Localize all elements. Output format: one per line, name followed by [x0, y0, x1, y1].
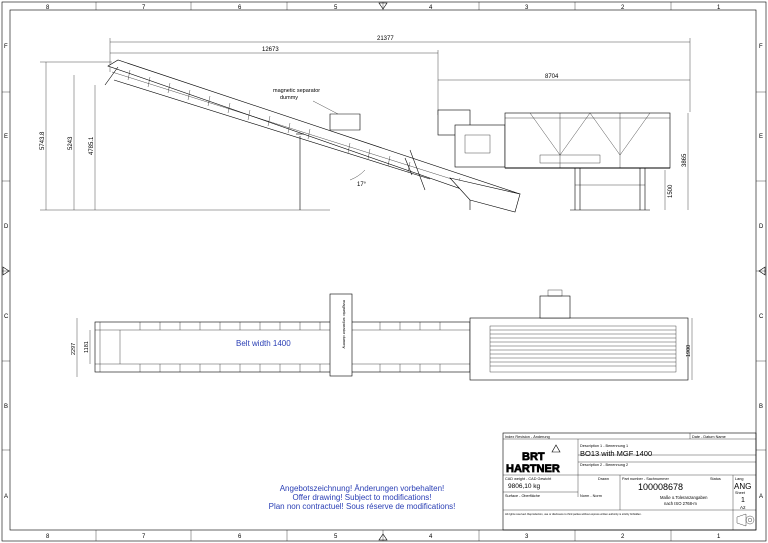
col-label-1-bottom: 1 [717, 534, 721, 540]
description1: BO13 with MGF 1400 [580, 449, 652, 458]
logo-recycle-icon [551, 444, 561, 453]
logo-hartner: HARTNER [506, 463, 560, 475]
col-label-7-bottom: 7 [142, 534, 146, 540]
col-label-5: 5 [334, 5, 338, 11]
drive-housing [454, 124, 506, 168]
col-label-8: 8 [46, 5, 50, 11]
top-view: magnetic separator dummy Belt width 1400… [71, 289, 693, 381]
belt-width-label: Belt width 1400 [236, 339, 291, 348]
center-mark-right [758, 266, 766, 276]
dim-leg-height: 1500 [668, 184, 674, 198]
row-label-E-right: E [759, 134, 763, 140]
drive-top-view [539, 295, 571, 319]
col-label-2: 2 [621, 5, 625, 11]
sheet-label: Sheet [735, 491, 746, 495]
row-label-A: A [4, 494, 8, 500]
dim-height-inner: 4785.1 [89, 136, 95, 155]
weight-value: 9806,10 kg [508, 483, 541, 490]
notice-line-fr: Plan non contractuel! Sous réserve de mo… [269, 502, 456, 511]
center-mark-left [2, 266, 10, 276]
projection-symbol-icon [736, 513, 755, 527]
col-label-6-bottom: 6 [238, 534, 242, 540]
offer-notice: Angebotszeichnung! Änderungen vorbehalte… [269, 484, 456, 511]
col-label-6: 6 [238, 5, 242, 11]
magnet-callout-line2: dummy [280, 95, 298, 101]
dim-height-mid: 5243 [68, 136, 74, 150]
screen-deck [489, 325, 677, 373]
dim-screen-length: 8704 [545, 74, 559, 80]
language: ANG [734, 482, 751, 491]
description2-label: Description 2 - Benennung 2 [580, 463, 628, 467]
surface-label: Surface - Oberfläche [505, 494, 540, 498]
col-label-4-bottom: 4 [429, 534, 433, 540]
drawn-label: Drawn [598, 477, 609, 481]
magnet-separator-top [329, 293, 353, 377]
drive-motor [464, 134, 491, 154]
sheet-number: 1 [741, 497, 745, 504]
col-label-3: 3 [525, 5, 529, 11]
revision-header: Index Revision - Änderung [505, 435, 550, 439]
dim-height-right: 3865 [682, 153, 688, 167]
col-label-1: 1 [717, 5, 721, 11]
row-label-B: B [4, 404, 8, 410]
conveyor-rollers [127, 69, 481, 196]
col-label-2-bottom: 2 [621, 534, 625, 540]
magnet-top-label: magnetic separator dummy [342, 300, 347, 348]
dim-conveyor-length: 12673 [262, 47, 279, 53]
magnet-callout-line1: magnetic separator [273, 88, 320, 94]
title-block: Index Revision - Änderung Date - Datum N… [502, 432, 757, 531]
conveyor-top-frame [94, 321, 471, 373]
status-label: Status [710, 477, 721, 481]
row-label-D-right: D [759, 224, 764, 230]
magnetic-separator-dummy [329, 113, 361, 131]
norm-label: Norm - Norm [580, 494, 602, 498]
col-label-8-bottom: 8 [46, 534, 50, 540]
center-mark-top [378, 2, 388, 10]
col-label-3-bottom: 3 [525, 534, 529, 540]
row-label-C-right: C [759, 314, 764, 320]
copyright-note: All rights reserved. Reproduction, use o… [505, 512, 642, 516]
part-number-label: Part number - Sachnummer [622, 477, 670, 481]
side-view: 21377 12673 8704 5743.8 5243 4785.1 3865… [40, 36, 691, 213]
dim-height-total: 5743.8 [40, 131, 46, 150]
dim-top-width-inner: 1181 [84, 341, 90, 353]
date-header: Date - Datum Name [692, 435, 726, 439]
screen-deck-lines [490, 329, 676, 367]
logo-brt: BRT [522, 451, 545, 463]
tolerances-line2: nach ISO 2768-m [664, 501, 697, 506]
row-label-F: F [4, 44, 8, 50]
col-label-5-bottom: 5 [334, 534, 338, 540]
row-label-E: E [4, 134, 8, 140]
screen-top-frame [469, 317, 689, 381]
tolerances-line1: Maße o.Toleranzangaben [660, 495, 708, 500]
dim-top-right: 1900 [686, 345, 692, 357]
row-label-D: D [4, 224, 9, 230]
language-label: Lang [735, 477, 743, 481]
support-brace [404, 157, 413, 176]
row-label-B-right: B [759, 404, 763, 410]
row-label-C: C [4, 314, 9, 320]
feed-chute [449, 177, 521, 213]
dim-top-width-outer: 2297 [71, 343, 77, 355]
top-rollers [139, 322, 441, 372]
col-label-4: 4 [429, 5, 433, 11]
screen-body [504, 112, 671, 169]
dim-angle: 17° [357, 182, 367, 188]
center-mark-bottom [378, 533, 388, 541]
notice-line-en: Offer drawing! Subject to modifications! [292, 493, 431, 502]
row-label-A-right: A [759, 494, 763, 500]
row-label-F-right: F [759, 44, 763, 50]
description1-label: Description 1 - Benennung 1 [580, 444, 628, 448]
weight-label: CAD weight - CAD Gewicht [505, 477, 552, 481]
col-label-7: 7 [142, 5, 146, 11]
dim-overall-length: 21377 [377, 36, 394, 42]
notice-line-de: Angebotszeichnung! Änderungen vorbehalte… [280, 484, 445, 493]
part-number: 100008678 [638, 482, 683, 492]
sheet-format: A2 [740, 505, 746, 510]
